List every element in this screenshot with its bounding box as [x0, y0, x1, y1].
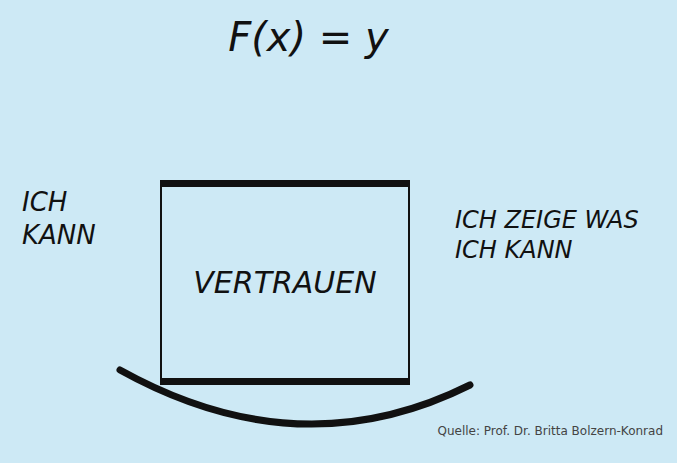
label-holder: Quelle: Prof. Dr. Britta Bolzern-Konrad — [437, 424, 663, 439]
box-text: VERTRAUEN — [193, 265, 376, 300]
label-holder: ICH KANN — [22, 186, 132, 251]
trust-box: VERTRAUEN — [160, 180, 410, 385]
side-note: ICH ZEIGE WAS ICH KANN — [455, 205, 665, 265]
formula-title: F(x) = y — [228, 14, 389, 60]
side-note: ICH KANN — [22, 186, 132, 251]
label-holder: ICH ZEIGE WAS ICH KANN — [455, 205, 665, 265]
source-note: Quelle: Prof. Dr. Britta Bolzern-Konrad — [437, 424, 663, 439]
title-holder: F(x) = y — [0, 14, 677, 60]
